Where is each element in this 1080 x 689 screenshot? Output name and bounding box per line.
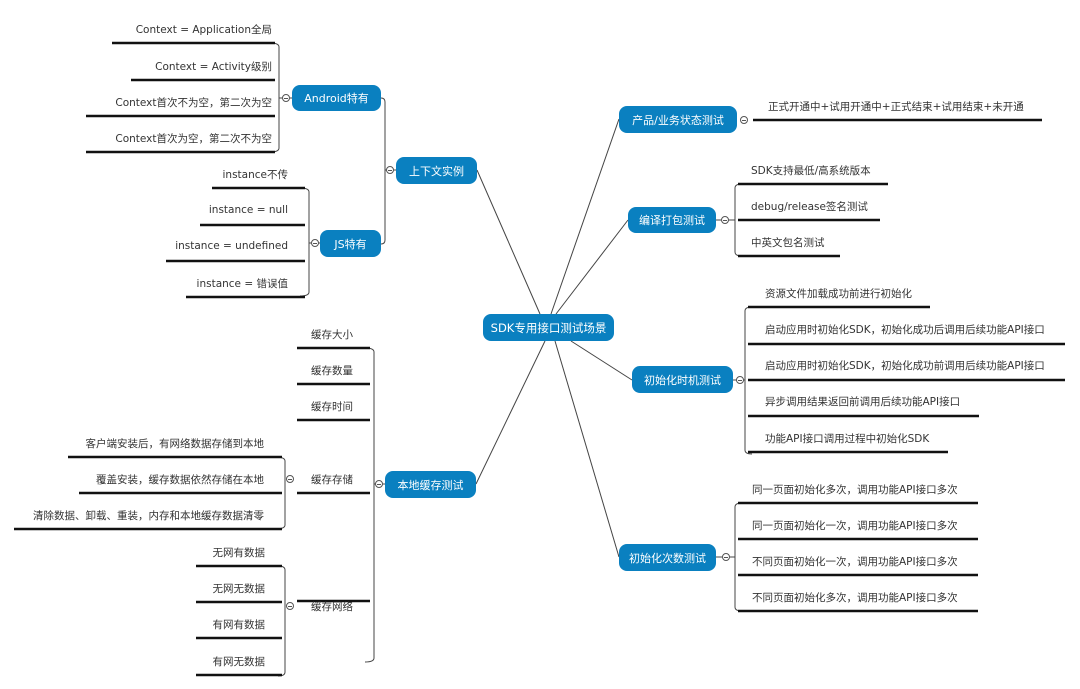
collapse-toggle-product[interactable] — [740, 116, 748, 124]
node-build-package-test[interactable]: 编译打包测试 — [628, 207, 716, 233]
leaf-network-1[interactable]: 无网无数据 — [212, 583, 266, 595]
leaf-network-0[interactable]: 无网有数据 — [212, 547, 266, 559]
leaf-js-2[interactable]: instance = undefined — [175, 240, 288, 252]
connector-count-bracket — [734, 502, 743, 612]
connector-context-bracket — [380, 97, 386, 245]
collapse-toggle-init-count[interactable] — [722, 553, 730, 561]
leaf-init-count-1[interactable]: 同一页面初始化一次，调用功能API接口多次 — [752, 520, 958, 532]
connector-root-init-count — [554, 340, 620, 558]
node-cache-network[interactable]: 缓存网络 — [311, 601, 353, 613]
leaf-init-count-0[interactable]: 同一页面初始化多次，调用功能API接口多次 — [752, 484, 958, 496]
leaf-init-count-2[interactable]: 不同页面初始化一次，调用功能API接口多次 — [752, 556, 958, 568]
leaf-android-1[interactable]: Context = Activity级别 — [155, 61, 272, 73]
leaf-android-3[interactable]: Context首次为空，第二次不为空 — [115, 133, 272, 145]
node-js-specific[interactable]: JS特有 — [320, 230, 381, 257]
node-android-specific[interactable]: Android特有 — [292, 85, 381, 111]
leaf-js-0[interactable]: instance不传 — [222, 169, 288, 181]
connector-root-context — [476, 169, 541, 315]
connector-js-bracket — [299, 187, 310, 297]
leaf-cache-2[interactable]: 缓存时间 — [311, 401, 353, 413]
node-cache-storage[interactable]: 缓存存储 — [311, 474, 353, 486]
leaf-network-3[interactable]: 有网无数据 — [212, 656, 266, 668]
leaf-init-timing-4[interactable]: 功能API接口调用过程中初始化SDK — [765, 433, 930, 445]
connector-network-bracket — [277, 565, 286, 677]
collapse-toggle-network[interactable] — [286, 602, 294, 610]
connector-cache-bracket — [364, 347, 375, 663]
leaf-android-2[interactable]: Context首次不为空，第二次为空 — [115, 97, 272, 109]
leaf-build-0[interactable]: SDK支持最低/高系统版本 — [751, 165, 871, 177]
node-init-count-test[interactable]: 初始化次数测试 — [619, 544, 716, 571]
collapse-toggle-cache[interactable] — [375, 480, 383, 488]
leaf-init-timing-3[interactable]: 异步调用结果返回前调用后续功能API接口 — [765, 396, 961, 408]
leaf-build-2[interactable]: 中英文包名测试 — [751, 237, 825, 249]
leaf-init-timing-1[interactable]: 启动应用时初始化SDK，初始化成功后调用后续功能API接口 — [765, 324, 1045, 336]
collapse-toggle-context[interactable] — [386, 166, 394, 174]
collapse-toggle-storage[interactable] — [286, 475, 294, 483]
leaf-product-0[interactable]: 正式开通中+试用开通中+正式结束+试用结束+未开通 — [768, 101, 1024, 113]
leaf-cache-1[interactable]: 缓存数量 — [311, 365, 353, 377]
leaf-js-1[interactable]: instance = null — [208, 204, 288, 216]
node-context-instance[interactable]: 上下文实例 — [396, 157, 477, 184]
leaf-init-count-3[interactable]: 不同页面初始化多次，调用功能API接口多次 — [752, 592, 958, 604]
leaf-build-1[interactable]: debug/release签名测试 — [751, 201, 868, 213]
leaf-storage-1[interactable]: 覆盖安装，缓存数据依然存储在本地 — [96, 474, 264, 486]
connector-root-build — [555, 219, 629, 315]
collapse-toggle-init-timing[interactable] — [736, 376, 744, 384]
leaf-cache-0[interactable]: 缓存大小 — [311, 329, 353, 341]
connector-root-product — [550, 118, 620, 315]
collapse-toggle-js[interactable] — [311, 239, 319, 247]
leaf-network-2[interactable]: 有网有数据 — [212, 619, 266, 631]
node-init-timing-test[interactable]: 初始化时机测试 — [632, 366, 733, 393]
node-local-cache-test[interactable]: 本地缓存测试 — [385, 471, 476, 498]
node-product-status-test[interactable]: 产品/业务状态测试 — [619, 106, 737, 133]
leaf-js-3[interactable]: instance = 错误值 — [196, 278, 288, 290]
root-node[interactable]: SDK专用接口测试场景 — [483, 314, 614, 341]
collapse-toggle-android[interactable] — [282, 94, 290, 102]
collapse-toggle-build[interactable] — [721, 216, 729, 224]
connector-root-init-timing — [570, 340, 633, 381]
connector-root-cache — [475, 340, 546, 485]
leaf-android-0[interactable]: Context = Application全局 — [135, 24, 272, 36]
leaf-init-timing-0[interactable]: 资源文件加载成功前进行初始化 — [765, 288, 912, 300]
leaf-storage-2[interactable]: 清除数据、卸载、重装，内存和本地缓存数据清零 — [33, 510, 264, 522]
leaf-init-timing-2[interactable]: 启动应用时初始化SDK，初始化成功前调用后续功能API接口 — [765, 360, 1045, 372]
leaf-storage-0[interactable]: 客户端安装后，有网络数据存储到本地 — [85, 438, 265, 450]
